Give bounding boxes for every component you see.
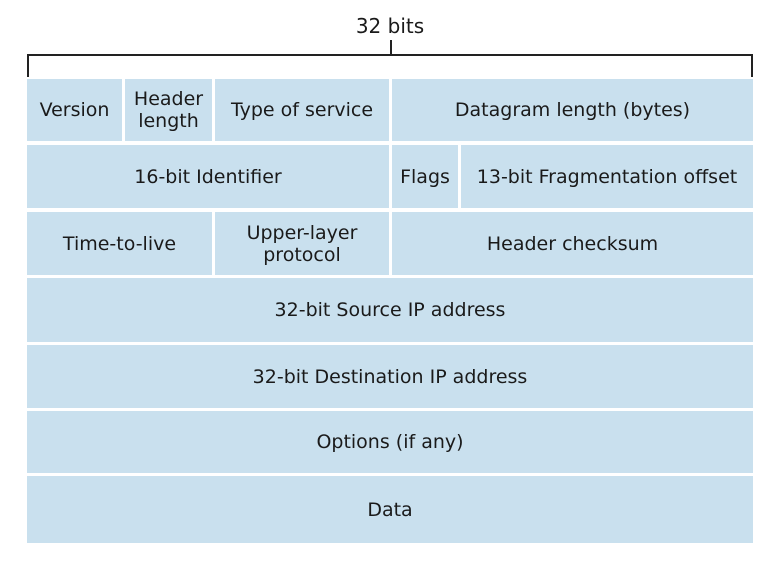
field-options: Options (if any) xyxy=(27,411,753,473)
field-fragmentation-offset: 13-bit Fragmentation offset xyxy=(461,145,753,208)
field-time-to-live: Time-to-live xyxy=(27,212,212,275)
field-header-length: Header length xyxy=(125,79,212,141)
field-flags: Flags xyxy=(392,145,458,208)
width-label: 32 bits xyxy=(355,14,425,38)
field-identifier: 16-bit Identifier xyxy=(27,145,389,208)
field-datagram-length: Datagram length (bytes) xyxy=(392,79,753,141)
field-data: Data xyxy=(27,476,753,543)
field-source-ip: 32-bit Source IP address xyxy=(27,278,753,342)
field-destination-ip: 32-bit Destination IP address xyxy=(27,345,753,408)
width-bracket xyxy=(27,40,753,77)
field-upper-layer-protocol: Upper-layer protocol xyxy=(215,212,389,275)
field-type-of-service: Type of service xyxy=(215,79,389,141)
field-header-checksum: Header checksum xyxy=(392,212,753,275)
field-version: Version xyxy=(27,79,122,141)
